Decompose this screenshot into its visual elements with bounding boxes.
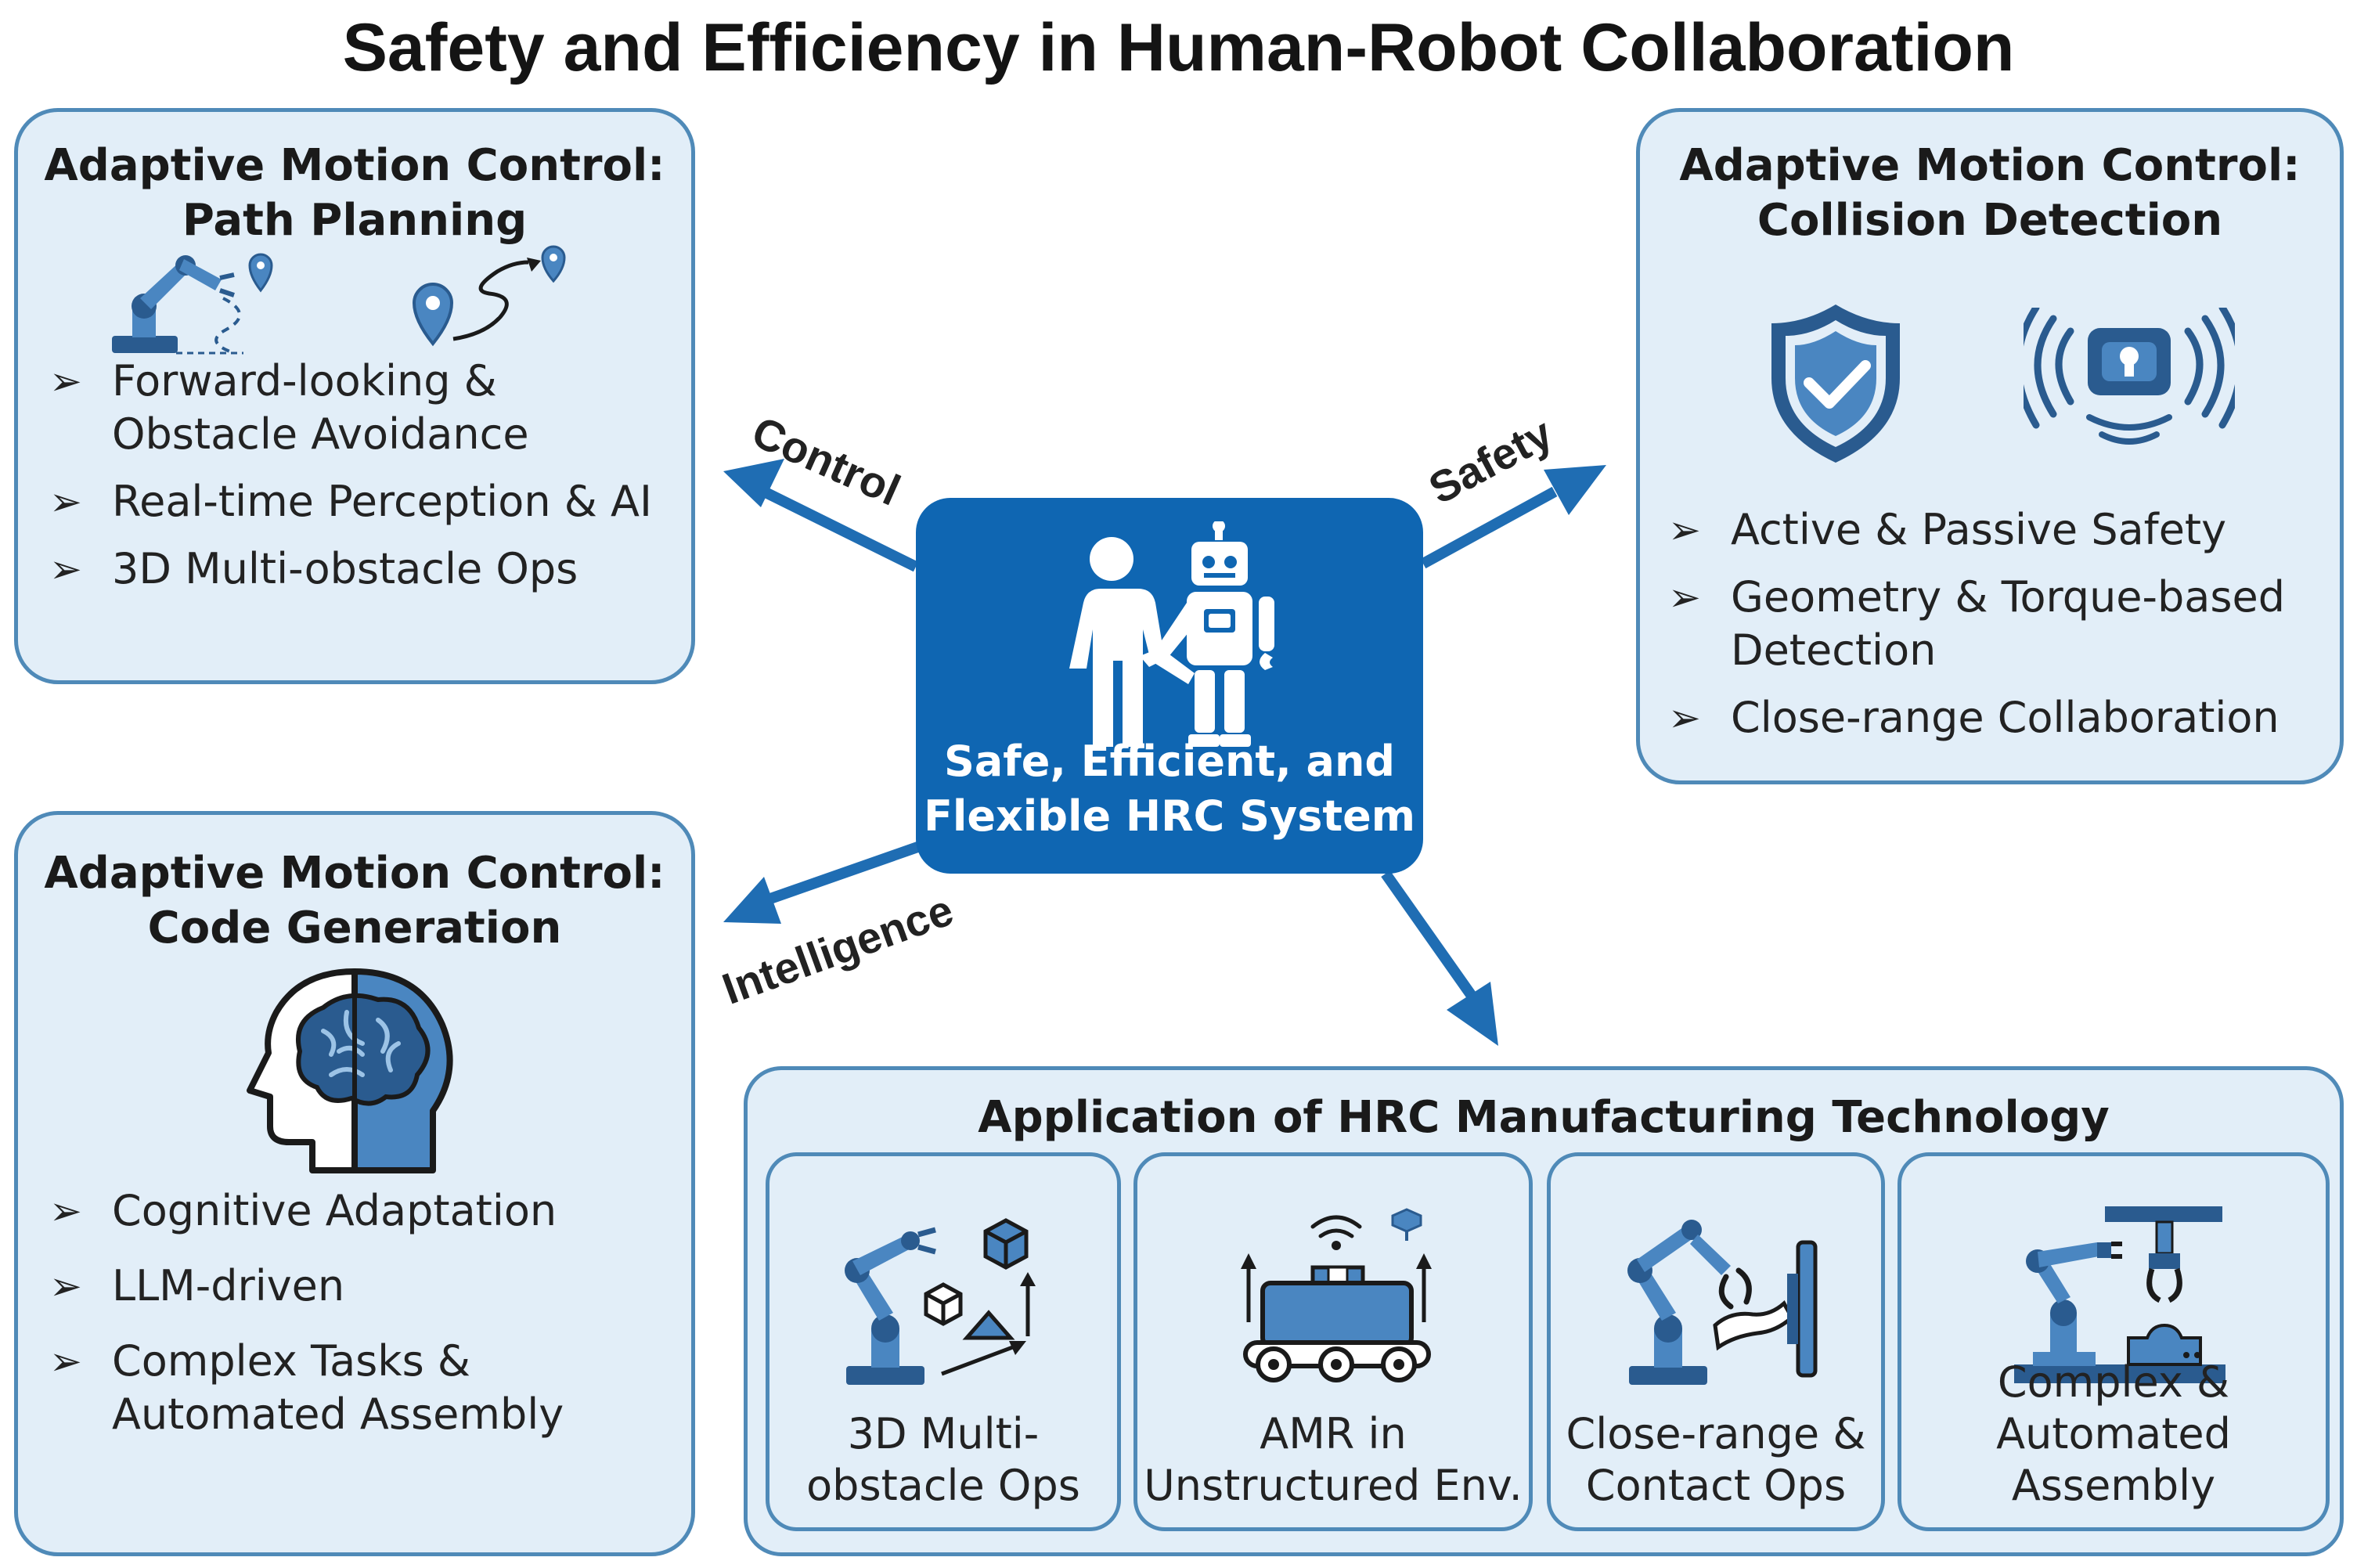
robot-arm-gripper-icon xyxy=(2014,1206,2225,1383)
application-item-assembly: Complex & Automated Assembly xyxy=(1897,1152,2330,1531)
robot-arm-hand-icon xyxy=(1627,1220,1818,1385)
bullet-text: LLM-driven xyxy=(112,1261,345,1310)
sensor-signal-icon xyxy=(2024,308,2235,445)
page-title: Safety and Efficiency in Human-Robot Col… xyxy=(342,10,2015,85)
bullet-arrow-icon: ➢ xyxy=(49,1339,82,1384)
application-title: Application of HRC Manufacturing Technol… xyxy=(978,1092,2110,1143)
panel-collision-detection: Adaptive Motion Control: Collision Detec… xyxy=(1636,108,2344,784)
brain-head-icon xyxy=(247,968,453,1173)
arrow-safety xyxy=(1420,465,1606,569)
map-pin-path-icon xyxy=(412,245,566,347)
application-label-line: Automated Assembly xyxy=(1996,1409,2231,1510)
human-robot-handshake-icon xyxy=(1069,521,1274,747)
list-item: ➢ Forward-looking &Obstacle Avoidance xyxy=(49,355,676,461)
list-item: ➢ Close-range Collaboration xyxy=(1668,691,2334,744)
panel-title: Adaptive Motion Control: Code Generation xyxy=(18,846,691,956)
panel-title-line-1: Adaptive Motion Control: xyxy=(44,140,665,191)
center-line-2: Flexible HRC System xyxy=(923,791,1416,841)
application-label-line: 3D Multi- xyxy=(847,1409,1040,1458)
bullet-text: Complex Tasks & xyxy=(112,1336,470,1386)
arrow-application xyxy=(1381,870,1498,1046)
application-item-amr: AMR in Unstructured Env. xyxy=(1133,1152,1533,1531)
panel-title-line-1: Adaptive Motion Control: xyxy=(44,848,665,899)
list-item: ➢ Active & Passive Safety xyxy=(1668,503,2334,557)
panel-path-planning: Adaptive Motion Control: Path Planning ➢… xyxy=(14,108,695,684)
application-label-line: Unstructured Env. xyxy=(1144,1461,1523,1510)
panel-title: Adaptive Motion Control: Collision Detec… xyxy=(1640,139,2340,248)
panel-title-line-2: Collision Detection xyxy=(1757,195,2223,246)
bullet-arrow-icon: ➢ xyxy=(1668,695,1701,741)
robot-arm-boxes-icon xyxy=(845,1218,1036,1385)
application-label: Close-range & Contact Ops xyxy=(1551,1408,1881,1512)
list-item: ➢ LLM-driven xyxy=(49,1260,676,1313)
robot-arm-icon xyxy=(112,253,273,355)
bullet-list: ➢ Forward-looking &Obstacle Avoidance ➢ … xyxy=(49,355,676,596)
list-item: ➢ Complex Tasks &Automated Assembly xyxy=(49,1335,676,1441)
bullet-list: ➢ Cognitive Adaptation ➢ LLM-driven ➢ Co… xyxy=(49,1184,676,1441)
application-label-line: AMR in xyxy=(1260,1409,1407,1458)
bullet-arrow-icon: ➢ xyxy=(1668,507,1701,553)
bullet-list: ➢ Active & Passive Safety ➢ Geometry & T… xyxy=(1668,503,2334,744)
center-label: Safe, Efficient, and Flexible HRC System xyxy=(916,734,1423,844)
bullet-text: Automated Assembly xyxy=(112,1390,564,1439)
bullet-text: Close-range Collaboration xyxy=(1731,693,2280,742)
application-label-line: Close-range & xyxy=(1566,1409,1866,1458)
list-item: ➢ Cognitive Adaptation xyxy=(49,1184,676,1238)
panel-title-line-2: Code Generation xyxy=(147,903,562,953)
list-item: ➢ 3D Multi-obstacle Ops xyxy=(49,542,676,596)
bullet-arrow-icon: ➢ xyxy=(49,1188,82,1234)
application-label: Complex & Automated Assembly xyxy=(1901,1357,2326,1512)
application-label-line: Complex & xyxy=(1997,1357,2230,1407)
bullet-text: Obstacle Avoidance xyxy=(112,409,529,459)
panel-title-line-2: Path Planning xyxy=(182,195,528,246)
bullet-text: Real-time Perception & AI xyxy=(112,477,652,526)
arrow-intelligence xyxy=(723,840,924,924)
panel-title: Adaptive Motion Control: Path Planning xyxy=(18,139,691,248)
bullet-arrow-icon: ➢ xyxy=(49,479,82,524)
bullet-text: Cognitive Adaptation xyxy=(112,1186,557,1235)
application-item-close-range: Close-range & Contact Ops xyxy=(1547,1152,1885,1531)
shield-check-icon xyxy=(1771,305,1900,463)
bullet-text: Active & Passive Safety xyxy=(1731,505,2227,554)
arrow-control xyxy=(723,459,919,572)
bullet-arrow-icon: ➢ xyxy=(49,1263,82,1309)
bullet-text: 3D Multi-obstacle Ops xyxy=(112,544,578,593)
application-label-line: Contact Ops xyxy=(1585,1461,1847,1510)
panel-code-generation: Adaptive Motion Control: Code Generation… xyxy=(14,811,695,1556)
bullet-arrow-icon: ➢ xyxy=(49,359,82,404)
list-item: ➢ Real-time Perception & AI xyxy=(49,475,676,528)
center-line-1: Safe, Efficient, and xyxy=(943,737,1396,786)
application-label: 3D Multi- obstacle Ops xyxy=(769,1408,1117,1512)
bullet-arrow-icon: ➢ xyxy=(49,546,82,592)
bullet-arrow-icon: ➢ xyxy=(1668,575,1701,620)
application-label: AMR in Unstructured Env. xyxy=(1137,1408,1529,1512)
panel-title-line-1: Adaptive Motion Control: xyxy=(1679,140,2301,191)
application-item-3d-ops: 3D Multi- obstacle Ops xyxy=(766,1152,1121,1531)
amr-cart-icon xyxy=(1241,1208,1432,1382)
application-label-line: obstacle Ops xyxy=(806,1461,1080,1510)
bullet-text: Geometry & Torque-based xyxy=(1731,572,2286,622)
bullet-text: Forward-looking & xyxy=(112,356,497,406)
center-hrc-system: Safe, Efficient, and Flexible HRC System xyxy=(916,498,1423,874)
bullet-text: Detection xyxy=(1731,625,1937,675)
